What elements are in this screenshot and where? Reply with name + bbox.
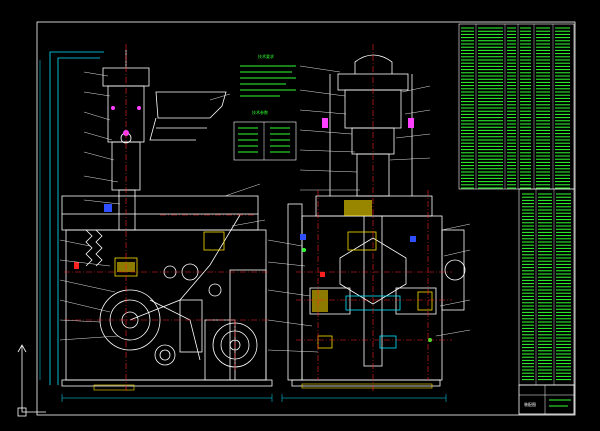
side-view-dimensions xyxy=(281,394,447,402)
front-section-view xyxy=(61,50,273,387)
ucs-axis-icon xyxy=(17,344,46,417)
drawing-frame xyxy=(36,21,576,416)
front-view-dimensions xyxy=(39,60,273,402)
front-view-leaders xyxy=(59,71,266,341)
side-view-colored-parts xyxy=(300,118,433,389)
side-section-view xyxy=(287,54,466,387)
tech-notes-title: 技术要求 xyxy=(258,53,274,59)
cyan-boundary xyxy=(49,51,104,385)
front-view-centerlines xyxy=(64,44,270,392)
side-view-centerlines xyxy=(296,44,452,392)
title-block-label: 装配图 xyxy=(524,401,536,407)
parameter-table: 技术参数 xyxy=(233,109,297,161)
side-view-leaders xyxy=(267,65,471,353)
technical-notes: 技术要求 xyxy=(240,53,296,97)
front-view-bearings xyxy=(74,106,225,391)
title-block: 装配图 xyxy=(519,385,574,414)
bill-of-materials xyxy=(458,23,575,386)
params-title: 技术参数 xyxy=(252,109,268,115)
